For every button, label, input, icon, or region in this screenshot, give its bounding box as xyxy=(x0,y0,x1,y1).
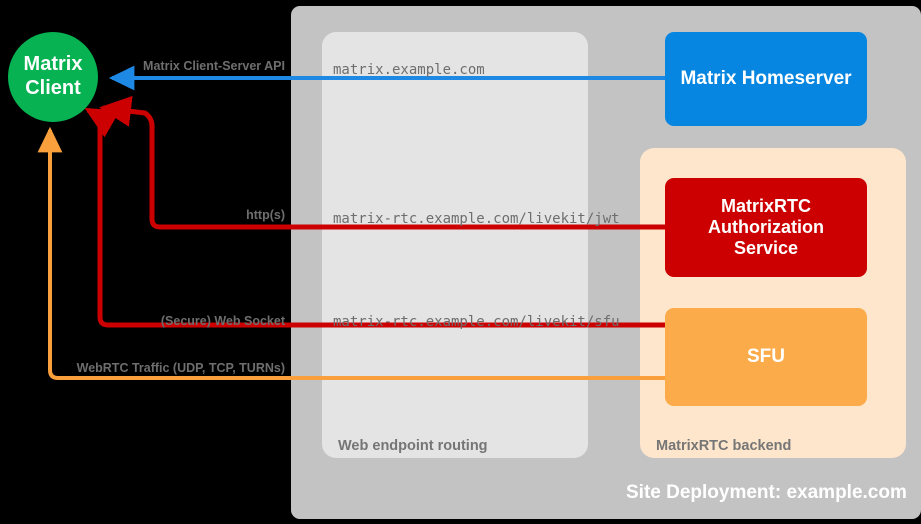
matrix-client-label-line2: Client xyxy=(25,77,81,99)
node-matrix-client-label: Matrix Client xyxy=(8,48,98,106)
auth-service-label-line2: Authorization xyxy=(708,216,824,237)
flow-webrtc-traffic xyxy=(37,126,665,380)
sfu-label-text: SFU xyxy=(747,345,785,367)
node-matrix-homeserver[interactable] xyxy=(665,32,867,126)
endpoint-label-livekit-sfu: matrix-rtc.example.com/livekit/sfu xyxy=(333,314,620,330)
flow-label-secure-web-socket: (Secure) Web Socket xyxy=(160,314,285,328)
endpoint-label-matrix-example-com: matrix.example.com xyxy=(333,62,485,78)
flow-https-jwt xyxy=(99,95,665,230)
matrix-client-label-line1: Matrix xyxy=(23,53,83,76)
node-matrix-homeserver-label: Matrix Homeserver xyxy=(665,32,867,126)
matrix-homeserver-label-text: Matrix Homeserver xyxy=(680,67,852,89)
site-deployment-caption: Site Deployment: example.com xyxy=(626,482,907,503)
matrixrtc-backend-caption: MatrixRTC backend xyxy=(656,438,792,454)
web-endpoint-routing-group xyxy=(322,32,588,458)
flow-label-https-jwt: http(s) xyxy=(246,208,285,222)
endpoint-label-livekit-jwt: matrix-rtc.example.com/livekit/jwt xyxy=(333,211,620,227)
web-endpoint-routing-caption: Web endpoint routing xyxy=(338,438,488,454)
flow-label-webrtc-traffic: WebRTC Traffic (UDP, TCP, TURNs) xyxy=(76,361,285,375)
auth-service-label-line1: MatrixRTC xyxy=(720,195,811,216)
flow-secure-web-socket xyxy=(84,107,665,328)
flow-label-matrix-client-server-api: Matrix Client-Server API xyxy=(143,59,285,73)
node-matrixrtc-authorization-service-label: MatrixRTC Authorization Service xyxy=(665,178,867,277)
node-matrixrtc-authorization-service[interactable] xyxy=(665,178,867,277)
auth-service-label-line3: Service xyxy=(733,238,799,259)
node-matrix-client[interactable] xyxy=(8,32,98,122)
node-sfu-label: SFU xyxy=(665,308,867,406)
node-sfu[interactable] xyxy=(665,308,867,406)
